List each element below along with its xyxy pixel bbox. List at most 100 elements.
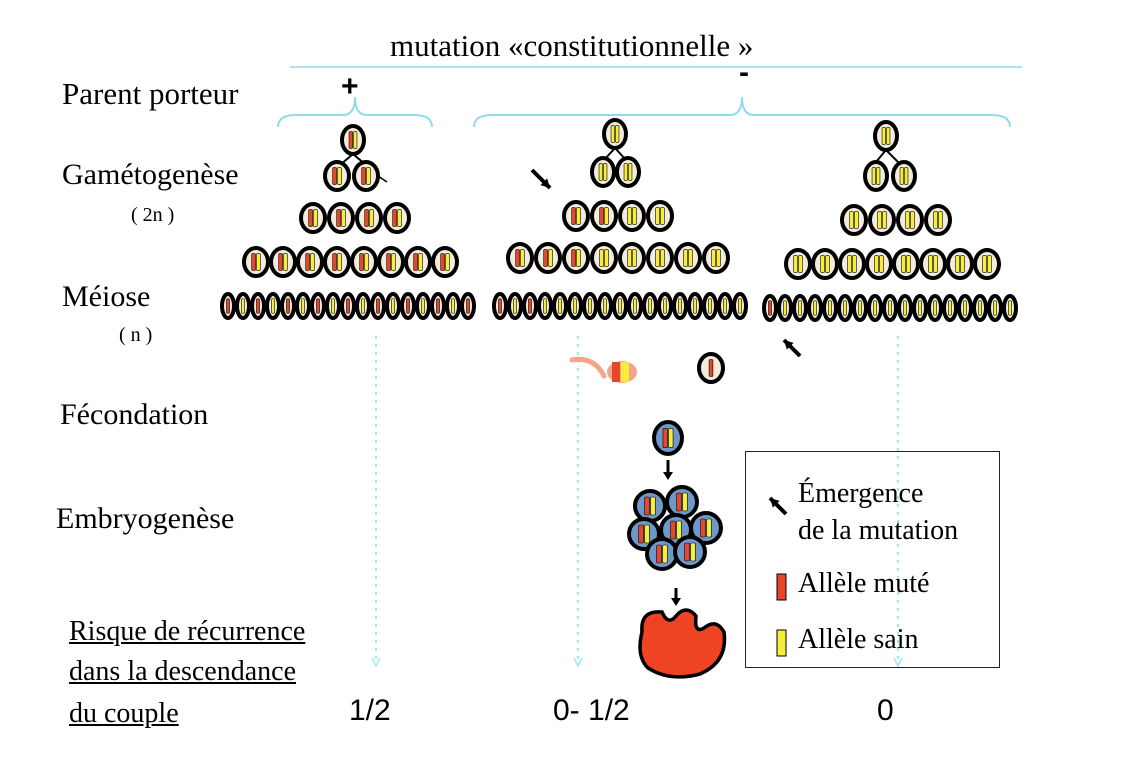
healthy-allele (871, 167, 876, 185)
healthy-allele (445, 253, 450, 271)
morula-cell (633, 489, 667, 523)
zygote (652, 420, 684, 456)
legend-mutant-allele: Allèle muté (798, 568, 930, 599)
gamete-left (250, 292, 266, 320)
gamete-middle (687, 292, 703, 320)
mutant-allele (256, 298, 260, 314)
healthy-allele (905, 211, 910, 229)
spermatocyte-right-membrane (868, 204, 896, 236)
healthy-allele (888, 300, 892, 316)
legend-emergence-line2: de la mutation (798, 515, 959, 546)
legend-healthy-swatch (776, 629, 787, 657)
healthy-allele (843, 300, 847, 316)
healthy-allele (798, 300, 802, 316)
healthy-allele (644, 524, 650, 544)
mutant-allele (336, 209, 341, 227)
gonium-row3-right (946, 248, 974, 280)
legend-mutant-swatch (776, 573, 787, 601)
mutant-allele (226, 298, 230, 314)
healthy-allele (369, 209, 374, 227)
gonium-row3-middle-membrane (506, 242, 534, 274)
gonium-row3-left-membrane (296, 246, 324, 278)
gamete-left (280, 292, 296, 320)
healthy-allele (548, 249, 553, 267)
gonium-middle-membrane (590, 156, 616, 188)
gonium-row3-right-membrane (784, 248, 812, 280)
gonium-row3-right-membrane (811, 248, 839, 280)
healthy-allele (877, 211, 882, 229)
healthy-allele (543, 298, 547, 314)
mutant-allele (386, 253, 391, 271)
gonium-right (863, 160, 889, 192)
gamete-left (415, 292, 431, 320)
gamete-left (235, 292, 251, 320)
emergence-arrow-icon-head (784, 340, 794, 350)
mutant-allele (700, 518, 706, 538)
healthy-allele (361, 298, 365, 314)
gonium-row3-middle-membrane (562, 242, 590, 274)
gonium-row3-middle (534, 242, 562, 274)
healthy-allele (421, 298, 425, 314)
healthy-allele (364, 253, 369, 271)
gonium-row3-right-membrane (919, 248, 947, 280)
healthy-allele (858, 300, 862, 316)
healthy-allele (828, 300, 832, 316)
healthy-allele (904, 167, 909, 185)
healthy-allele (627, 207, 632, 225)
healthy-allele (655, 249, 660, 267)
mutant-allele (440, 253, 445, 271)
healthy-allele (847, 255, 852, 273)
gamete-left (370, 292, 386, 320)
gamete-left (265, 292, 281, 320)
gonium-row3-middle (506, 242, 534, 274)
guide-arrowhead (573, 657, 583, 668)
mutant-allele (308, 209, 313, 227)
mutant-allele (708, 359, 714, 377)
gonium-row3-left-membrane (323, 246, 351, 278)
gonium-row3-right-membrane (892, 248, 920, 280)
gamete-right (957, 294, 973, 322)
gonium-row3-middle (646, 242, 674, 274)
gamete-left (295, 292, 311, 320)
guide-arrowhead (371, 657, 381, 668)
healthy-allele (301, 298, 305, 314)
gonium-row3-right (811, 248, 839, 280)
healthy-allele (899, 167, 904, 185)
healthy-allele (598, 163, 603, 181)
mutant-allele (316, 298, 320, 314)
healthy-allele (874, 255, 879, 273)
healthy-allele (573, 298, 577, 314)
mutant-allele (644, 496, 650, 516)
healthy-allele (271, 298, 275, 314)
gamete-left (430, 292, 446, 320)
mutant-allele (359, 253, 364, 271)
gamete-middle (492, 292, 508, 320)
healthy-allele (690, 542, 696, 562)
mutant-allele (305, 253, 310, 271)
healthy-allele (676, 520, 682, 540)
gonium-right-membrane (891, 160, 917, 192)
gonium-row3-left (269, 246, 297, 278)
healthy-allele (688, 249, 693, 267)
gamete-middle (567, 292, 583, 320)
healthy-allele (366, 167, 371, 185)
gonium-row3-left (296, 246, 324, 278)
healthy-allele (648, 298, 652, 314)
healthy-allele (723, 298, 727, 314)
healthy-allele (678, 298, 682, 314)
risk-value-right: 0 (877, 694, 894, 727)
healthy-allele (938, 211, 943, 229)
stage-fecondation: Fécondation (60, 398, 209, 431)
healthy-allele (576, 207, 581, 225)
healthy-allele (668, 428, 674, 448)
healthy-allele (558, 298, 562, 314)
gonium-row3-middle-membrane (674, 242, 702, 274)
spermatocyte-left-membrane (299, 202, 327, 234)
zygote-membrane (652, 420, 684, 456)
gonium-row3-left-membrane (269, 246, 297, 278)
morula-cell-membrane (645, 537, 679, 571)
legend-emergence-line1: Émergence (798, 478, 924, 509)
spermatocyte-left (383, 202, 411, 234)
healthy-allele (628, 163, 633, 181)
spermatocyte-left-membrane (327, 202, 355, 234)
